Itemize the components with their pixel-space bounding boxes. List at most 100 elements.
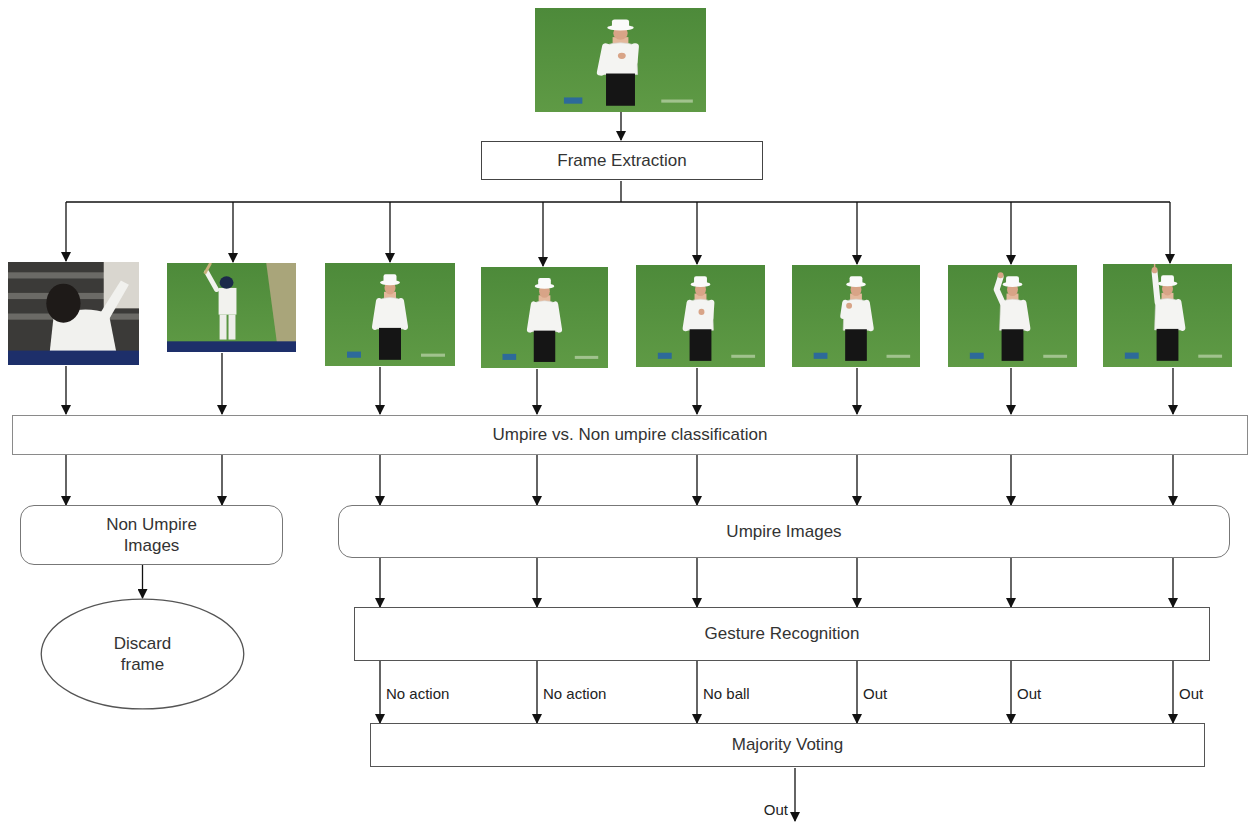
flow-arrow <box>696 558 697 607</box>
score-bar <box>167 341 296 352</box>
umpire-arm <box>997 277 1003 303</box>
flow-arrow <box>696 661 697 723</box>
video-frame <box>8 262 139 365</box>
edge-label: Out <box>1015 685 1043 703</box>
umpire-arm <box>375 301 379 327</box>
umpire-hand <box>618 53 626 59</box>
flow-arrow <box>65 366 66 414</box>
video-frame <box>792 265 920 367</box>
umpire-figure <box>325 263 455 366</box>
flow-arrow <box>1010 558 1011 607</box>
group-box: Non Umpire Images <box>20 505 283 565</box>
umpire-hand <box>699 309 705 315</box>
ellipse-shape <box>41 599 244 709</box>
edge-label: No action <box>384 685 451 703</box>
flow-arrow <box>379 367 380 414</box>
umpire-finger <box>1154 264 1155 268</box>
stand-background <box>8 262 139 365</box>
umpire-arm <box>1155 272 1158 302</box>
output-arrow <box>794 768 795 821</box>
node-text: Gesture Recognition <box>705 623 860 644</box>
umpire-figure <box>1103 264 1232 367</box>
flow-arrow <box>1169 202 1170 263</box>
flow-arrow <box>856 661 857 723</box>
batsman-body <box>219 288 237 315</box>
node-text: Majority Voting <box>732 734 844 755</box>
umpire-hand <box>846 303 852 309</box>
flow-arrow <box>856 202 857 264</box>
umpire-photo <box>535 8 706 112</box>
video-frame <box>481 267 608 368</box>
umpire-arm <box>601 46 606 72</box>
umpire-arm <box>686 303 690 329</box>
flow-arrow <box>1010 202 1011 264</box>
grass-ground <box>167 263 296 352</box>
flow-arrow <box>65 455 66 505</box>
flow-arrow <box>1172 558 1173 607</box>
umpire-figure <box>948 265 1077 367</box>
flow-arrow <box>1010 455 1011 505</box>
flow-arrow <box>221 455 222 505</box>
process-box: Frame Extraction <box>481 141 763 180</box>
video-frame <box>167 263 296 352</box>
batsman-bat <box>205 263 211 274</box>
ellipse-outline <box>40 598 245 710</box>
output-label: Out <box>762 801 790 819</box>
flow-line <box>620 181 621 202</box>
flow-arrow <box>696 202 697 264</box>
flow-arrow <box>142 565 143 598</box>
flow-arrow <box>389 202 390 262</box>
umpire-figure <box>792 265 920 367</box>
umpire-arm <box>1178 302 1182 328</box>
flow-arrow <box>856 558 857 607</box>
flow-arrow <box>620 112 621 140</box>
umpire-figure <box>636 265 765 367</box>
node-text: Discard frame <box>98 633 188 676</box>
video-frame <box>325 263 455 366</box>
flow-arrow <box>1172 661 1173 723</box>
video-frame <box>636 265 765 367</box>
umpire-figure <box>481 267 608 368</box>
edge-label: Out <box>861 685 889 703</box>
flow-arrow <box>536 661 537 723</box>
flow-arrow <box>65 202 66 261</box>
flow-wires <box>66 112 1173 821</box>
process-box: Majority Voting <box>370 723 1205 767</box>
flow-arrow <box>1172 455 1173 505</box>
score-bar <box>8 351 139 365</box>
process-box: Gesture Recognition <box>354 607 1210 661</box>
terminal-ellipse: Discard frame <box>40 598 245 710</box>
flow-arrow <box>536 558 537 607</box>
classification-band: Umpire vs. Non umpire classification <box>12 415 1248 455</box>
node-text: Umpire Images <box>726 521 841 542</box>
flow-arrow <box>379 558 380 607</box>
flow-arrow <box>379 455 380 505</box>
group-box: Umpire Images <box>338 505 1230 558</box>
flow-arrow <box>221 353 222 414</box>
edge-label: No action <box>541 685 608 703</box>
umpire-arm <box>401 301 405 327</box>
flow-arrow <box>536 369 537 414</box>
flow-arrow <box>696 368 697 414</box>
umpire-hand <box>998 272 1004 278</box>
umpire-arm <box>555 304 559 329</box>
batsman-leg <box>220 315 227 340</box>
player-arm <box>99 281 129 320</box>
flow-arrow <box>1010 368 1011 414</box>
batsman-arm <box>207 272 217 290</box>
flow-arrow <box>232 202 233 262</box>
video-frame <box>1103 264 1232 367</box>
distribution-bus <box>66 201 1170 202</box>
flow-arrow <box>696 455 697 505</box>
umpire-arm <box>1023 303 1027 329</box>
batsman-leg <box>229 315 236 340</box>
flow-arrow <box>1172 368 1173 414</box>
edge-label: Out <box>1177 685 1205 703</box>
flow-arrow <box>542 202 543 266</box>
node-text: Frame Extraction <box>557 150 686 171</box>
flow-arrow <box>856 368 857 414</box>
player-head <box>46 284 80 323</box>
video-frame <box>948 265 1077 367</box>
edge-label: No ball <box>701 685 752 703</box>
